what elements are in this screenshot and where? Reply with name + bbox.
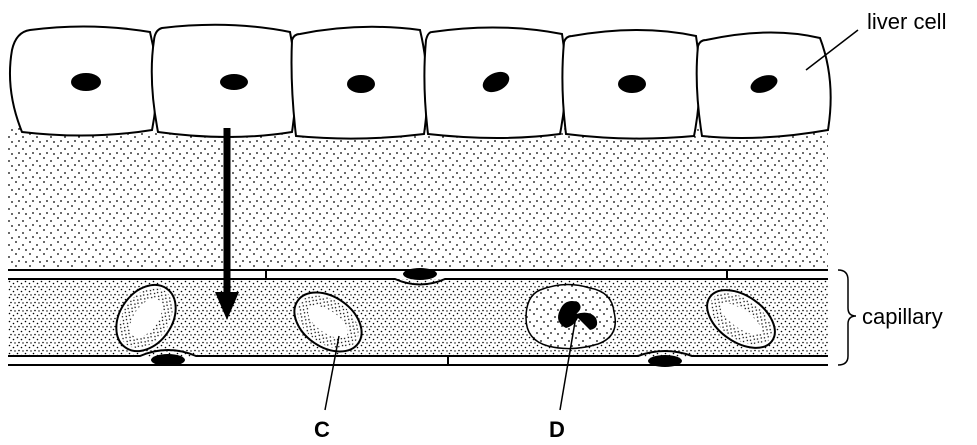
tissue-fluid — [8, 128, 828, 268]
capillary-label: capillary — [862, 304, 943, 329]
label-c: C — [314, 417, 330, 442]
white-blood-cell-d — [526, 284, 615, 348]
nucleus-3 — [347, 75, 375, 93]
endothelial-nucleus-2 — [151, 354, 185, 366]
endothelial-nucleus-3 — [648, 355, 682, 367]
nucleus-5 — [618, 75, 646, 93]
nucleus-1 — [71, 73, 101, 91]
label-d: D — [549, 417, 565, 442]
liver-cell-row — [10, 25, 831, 139]
liver-cell-label: liver cell — [867, 9, 946, 34]
nucleus-2 — [220, 74, 248, 90]
capillary-bracket — [838, 270, 856, 365]
endothelial-nucleus-1 — [403, 268, 437, 280]
